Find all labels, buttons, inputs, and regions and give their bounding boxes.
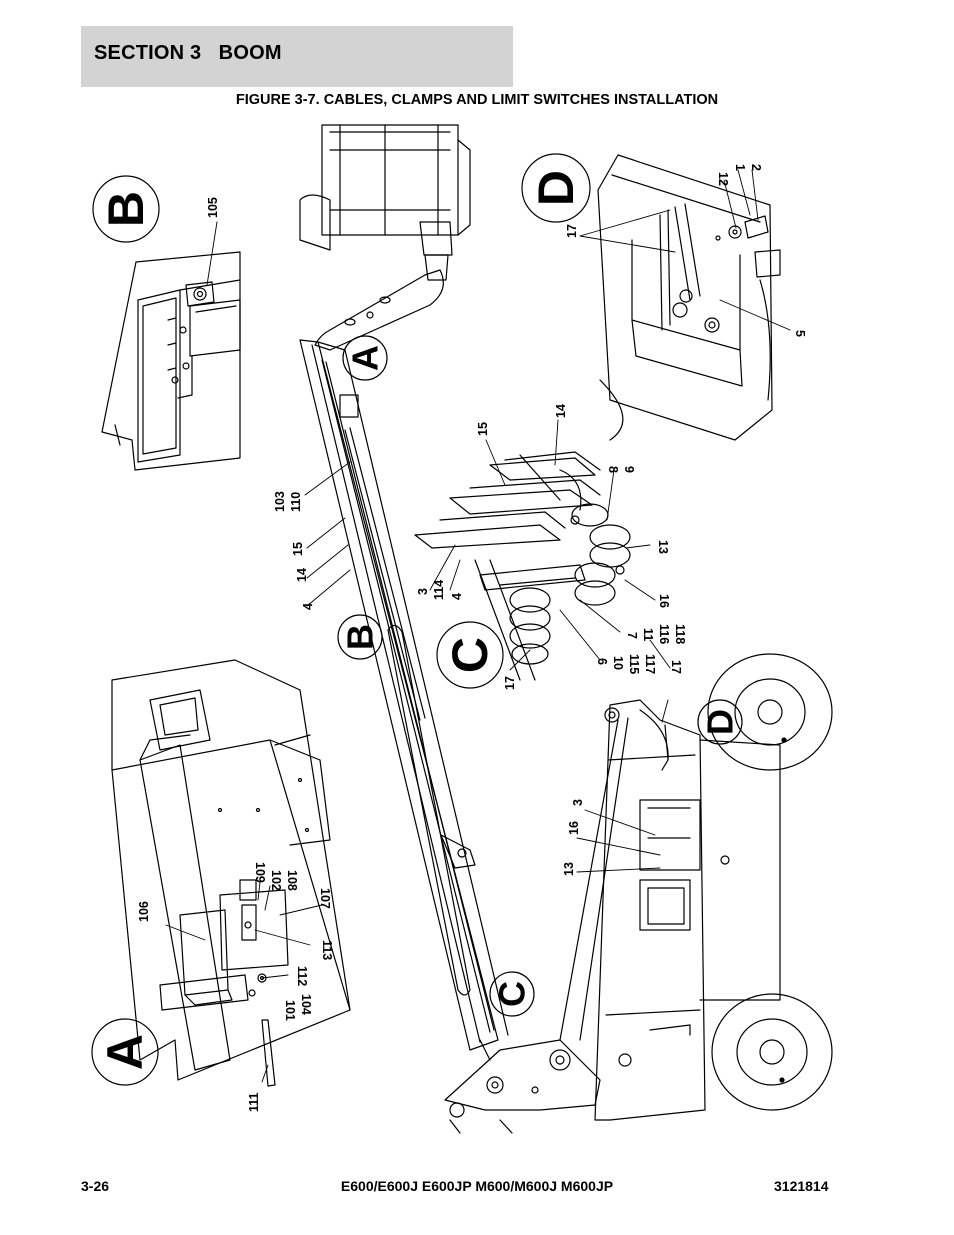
callout-112: 112: [295, 966, 309, 986]
callout-17-detail-d: 17: [565, 224, 579, 238]
callout-9: 9: [622, 466, 636, 473]
callout-111: 111: [247, 1092, 261, 1112]
callout-2: 2: [749, 164, 763, 171]
callout-3-chassis: 3: [571, 799, 585, 806]
figure-caption: CABLES, CLAMPS AND LIMIT SWITCHES INSTAL…: [323, 92, 719, 108]
callout-8: 8: [606, 466, 620, 473]
callout-107: 107: [318, 888, 332, 909]
callout-4: 4: [450, 593, 464, 600]
callout-110: 110: [289, 492, 303, 512]
callout-13: 13: [656, 540, 670, 554]
callout-116: 116: [657, 624, 671, 644]
callout-114: 114: [432, 580, 446, 600]
footer-page-number: 3-26: [81, 1178, 110, 1194]
callout-3: 3: [416, 588, 430, 595]
callout-117: 117: [643, 654, 657, 674]
callout-13-chassis: 13: [562, 862, 576, 876]
section-title: SECTION 3 BOOM: [94, 42, 282, 64]
callout-17-detail-c: 17: [503, 676, 517, 690]
view-label-d-detail: D: [528, 170, 584, 206]
view-label-c-callout: C: [492, 981, 533, 1007]
callout-1: 1: [733, 164, 747, 171]
boom-assembly: [299, 124, 601, 1134]
callout-14-boom: 14: [295, 568, 309, 582]
callout-109: 109: [253, 862, 267, 883]
callout-108: 108: [285, 870, 299, 891]
callout-15-boom: 15: [291, 542, 305, 556]
callout-15: 15: [476, 422, 490, 436]
callout-11: 11: [641, 628, 655, 641]
figure-title: FIGURE 3-7. CABLES, CLAMPS AND LIMIT SWI…: [0, 92, 954, 108]
callout-17-chassis: 17: [669, 660, 683, 674]
callout-103: 103: [273, 491, 287, 512]
callout-113: 113: [320, 940, 334, 960]
callout-105: 105: [206, 197, 220, 218]
detail-a: [111, 659, 351, 1087]
callout-5: 5: [793, 330, 807, 337]
callout-10: 10: [611, 656, 625, 670]
figure-number: FIGURE 3-7.: [235, 92, 320, 108]
view-label-c-detail: C: [442, 637, 498, 673]
view-label-d-callout: D: [700, 709, 741, 735]
detail-d: [597, 154, 781, 441]
detail-b: [101, 251, 241, 471]
chassis: [559, 653, 833, 1121]
callout-numbers: 105 12 1 2 17 5 15 14 8 9 13 16 7 11 116…: [137, 164, 807, 1112]
callout-4-boom: 4: [301, 603, 315, 610]
footer-models: E600/E600J E600JP M600/M600J M600JP: [340, 1178, 614, 1194]
callout-14: 14: [554, 404, 568, 418]
section-header: SECTION 3 BOOM: [81, 26, 513, 87]
view-letters: B D A B C D C A: [91, 153, 743, 1086]
callout-16-chassis: 16: [567, 821, 581, 835]
footer-doc-number: 3121814: [774, 1178, 829, 1194]
view-label-b-detail: B: [98, 191, 154, 227]
callout-115: 115: [627, 654, 641, 674]
callout-12: 12: [716, 172, 730, 186]
callout-16: 16: [657, 594, 671, 608]
leader-lines: [165, 169, 791, 1083]
view-label-a-detail: A: [97, 1034, 153, 1070]
view-label-a-callout: A: [345, 345, 386, 371]
detail-c: [414, 451, 631, 681]
callout-102: 102: [269, 870, 283, 891]
callout-6: 6: [595, 658, 609, 665]
callout-104: 104: [299, 994, 313, 1015]
callout-106: 106: [137, 901, 151, 922]
callout-118: 118: [673, 624, 687, 644]
view-label-b-callout: B: [340, 624, 381, 650]
callout-101: 101: [283, 1000, 297, 1021]
callout-7: 7: [625, 632, 639, 639]
